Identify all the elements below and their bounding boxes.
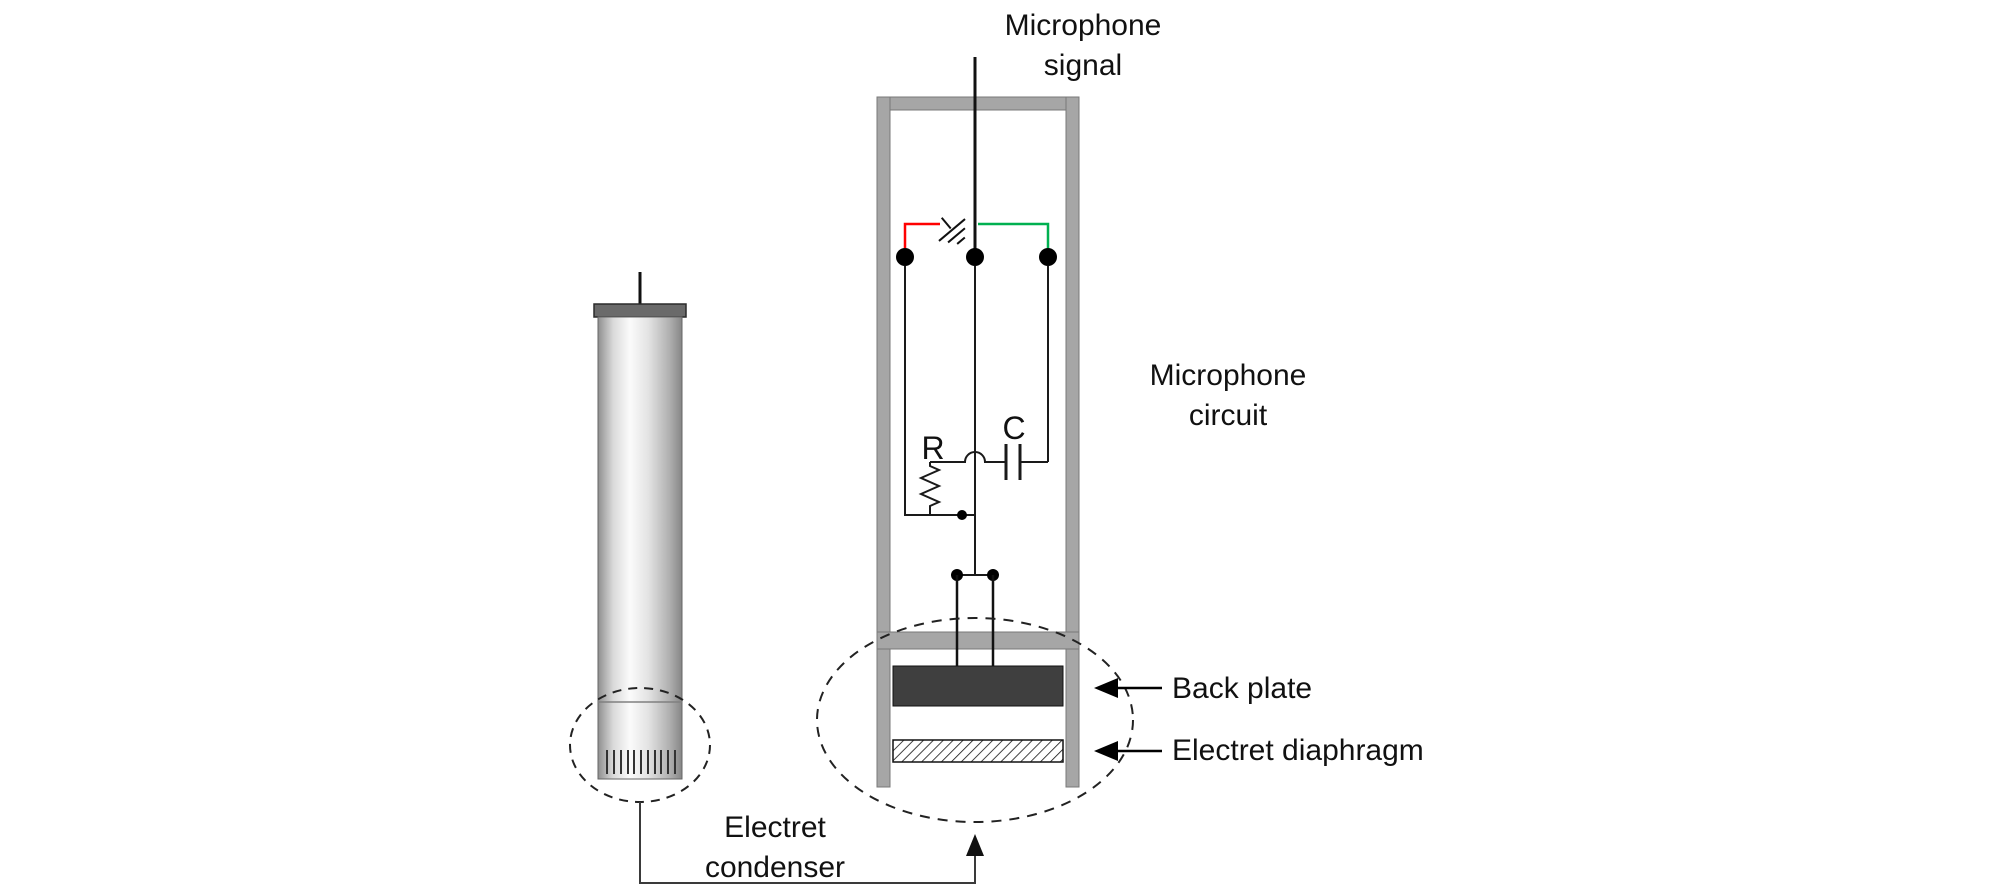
microphone-tip-slots: [606, 750, 676, 774]
node-left: [896, 248, 914, 266]
red-supply-wire: [903, 222, 940, 248]
left-branch-wire: [904, 266, 975, 516]
left-arrowhead-icon: [1094, 741, 1118, 761]
enclosure-top-bar: [876, 96, 1080, 111]
ground-symbol-icon: [938, 217, 966, 245]
capsule-cross-section: [816, 617, 1134, 823]
resistor-label: R: [921, 430, 945, 466]
microphone-signal-label: Microphone signal: [1004, 9, 1162, 82]
back-plate-callout-arrow: [1094, 678, 1162, 698]
pointer-up-arrowhead-icon: [966, 834, 984, 856]
enclosure-left-wall: [876, 96, 891, 788]
electret-condenser-pointer: [639, 802, 984, 884]
node-right: [1039, 248, 1057, 266]
back-plate-label: Back plate: [1172, 672, 1313, 705]
electret-diaphragm-label: Electret diaphragm: [1172, 734, 1424, 767]
green-signal-wire: [978, 222, 1050, 248]
pointer-line: [639, 802, 976, 884]
electret-diaphragm-callout-arrow: [1094, 741, 1162, 761]
wire-with-crossover-hop: [930, 451, 1006, 463]
resistor-symbol: [918, 462, 942, 515]
electret-diaphragm-shape: [892, 739, 1064, 763]
capacitor-symbol: [1004, 444, 1048, 480]
capsule-highlight-ellipse-large: [816, 617, 1134, 823]
enclosure-right-wall: [1065, 96, 1080, 788]
microphone-enclosure-frame: [876, 96, 1080, 788]
microphone-circuit-label: Microphone circuit: [1149, 359, 1307, 432]
microphone-top-cap: [593, 303, 687, 318]
microphone-capsule-device: [569, 272, 711, 803]
left-arrowhead-icon: [1094, 678, 1118, 698]
junction-dot-resistor: [957, 510, 967, 520]
back-plate-shape: [892, 665, 1064, 707]
electret-condenser-label: Electret condenser: [704, 811, 846, 884]
microphone-circuit-schematic: [896, 57, 1057, 668]
enclosure-shelf: [876, 631, 1080, 650]
microphone-body: [597, 316, 683, 780]
capacitor-label: C: [1002, 410, 1026, 446]
node-center: [966, 248, 984, 266]
